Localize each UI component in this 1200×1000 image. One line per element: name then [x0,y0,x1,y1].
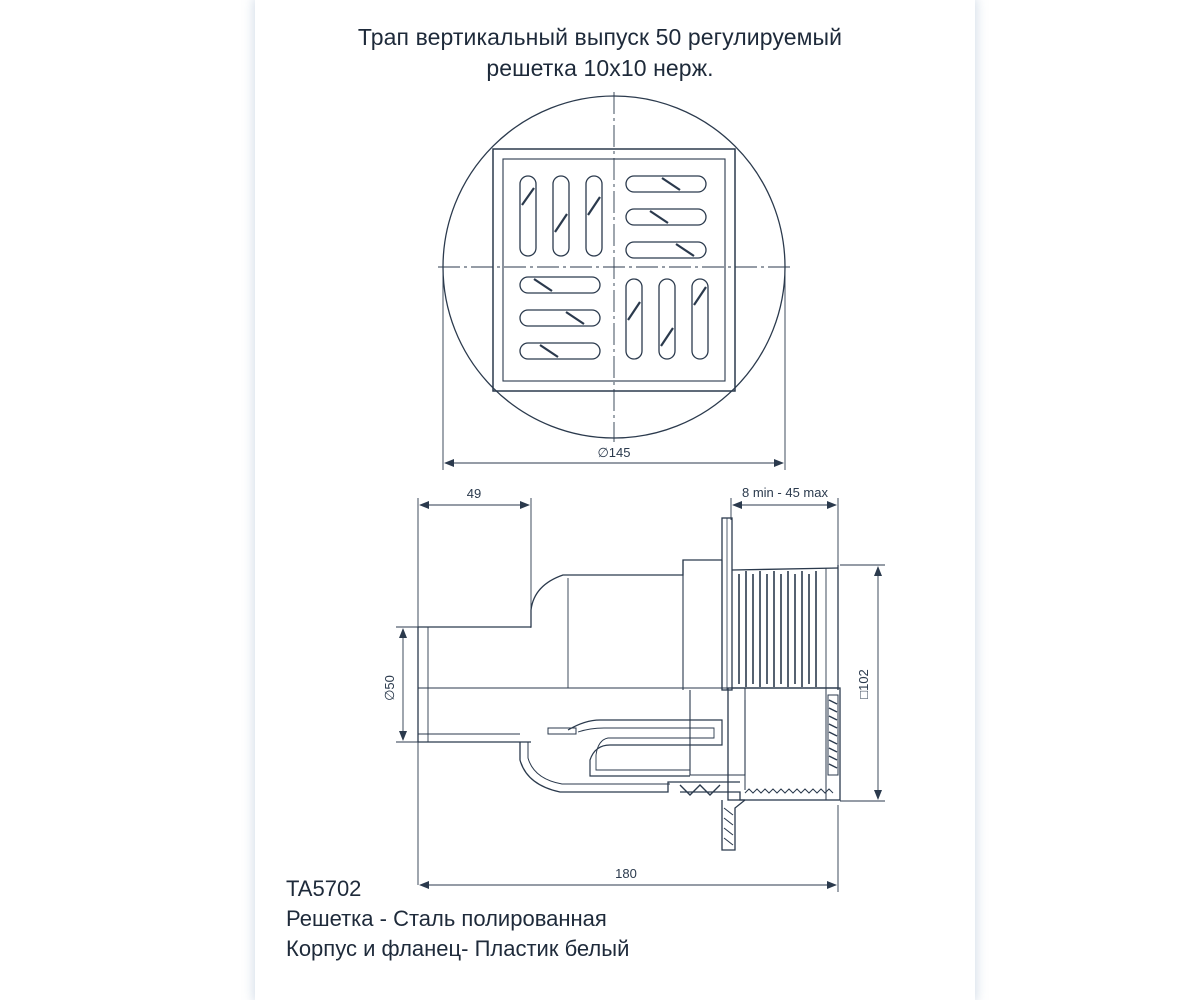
grate-hatch [828,699,838,769]
corrugated-extension [731,565,839,690]
drawing-sheet [255,0,975,1000]
grate-outer [492,148,736,392]
body-material: Корпус и фланец- Пластик белый [286,936,630,961]
side-view: 49 8 min - 45 max ∅50 □102 180 [382,485,885,892]
slots-top-left [519,175,603,257]
dimension-102-label: □102 [856,669,871,699]
dimension-145: ∅145 [442,270,786,470]
dimension-adjust-range-label: 8 min - 45 max [742,485,828,500]
dimension-50-label: ∅50 [382,675,397,701]
drain-body [519,559,740,793]
model-code: TA5702 [286,876,362,901]
slots-bottom-right [625,278,709,360]
dimension-50: ∅50 [382,626,430,743]
lower-flange [679,784,746,851]
drawing-title-line1: Трап вертикальный выпуск 50 регулируемый [357,24,843,50]
dimension-180-label: 180 [615,866,637,881]
slots-top-right [625,175,707,259]
grate-material: Решетка - Сталь полированная [286,906,607,931]
dimension-102: □102 [840,564,885,802]
dimension-145-label: ∅145 [597,445,630,460]
slots-bottom-left [519,276,601,360]
grate-section [689,687,841,801]
clamp-flange [721,517,733,691]
dimension-180: 180 [419,805,839,892]
corrugation-ribs [738,571,817,687]
dimension-49-label: 49 [467,486,481,501]
grate-inner [502,158,726,382]
dimension-49: 49 [417,486,532,885]
dimension-adjust-range: 8 min - 45 max [730,485,839,565]
top-view: ∅145 [438,92,792,470]
drawing-title-line2: решетка 10х10 нерж. [486,55,714,81]
outlet-pipe [417,626,730,743]
